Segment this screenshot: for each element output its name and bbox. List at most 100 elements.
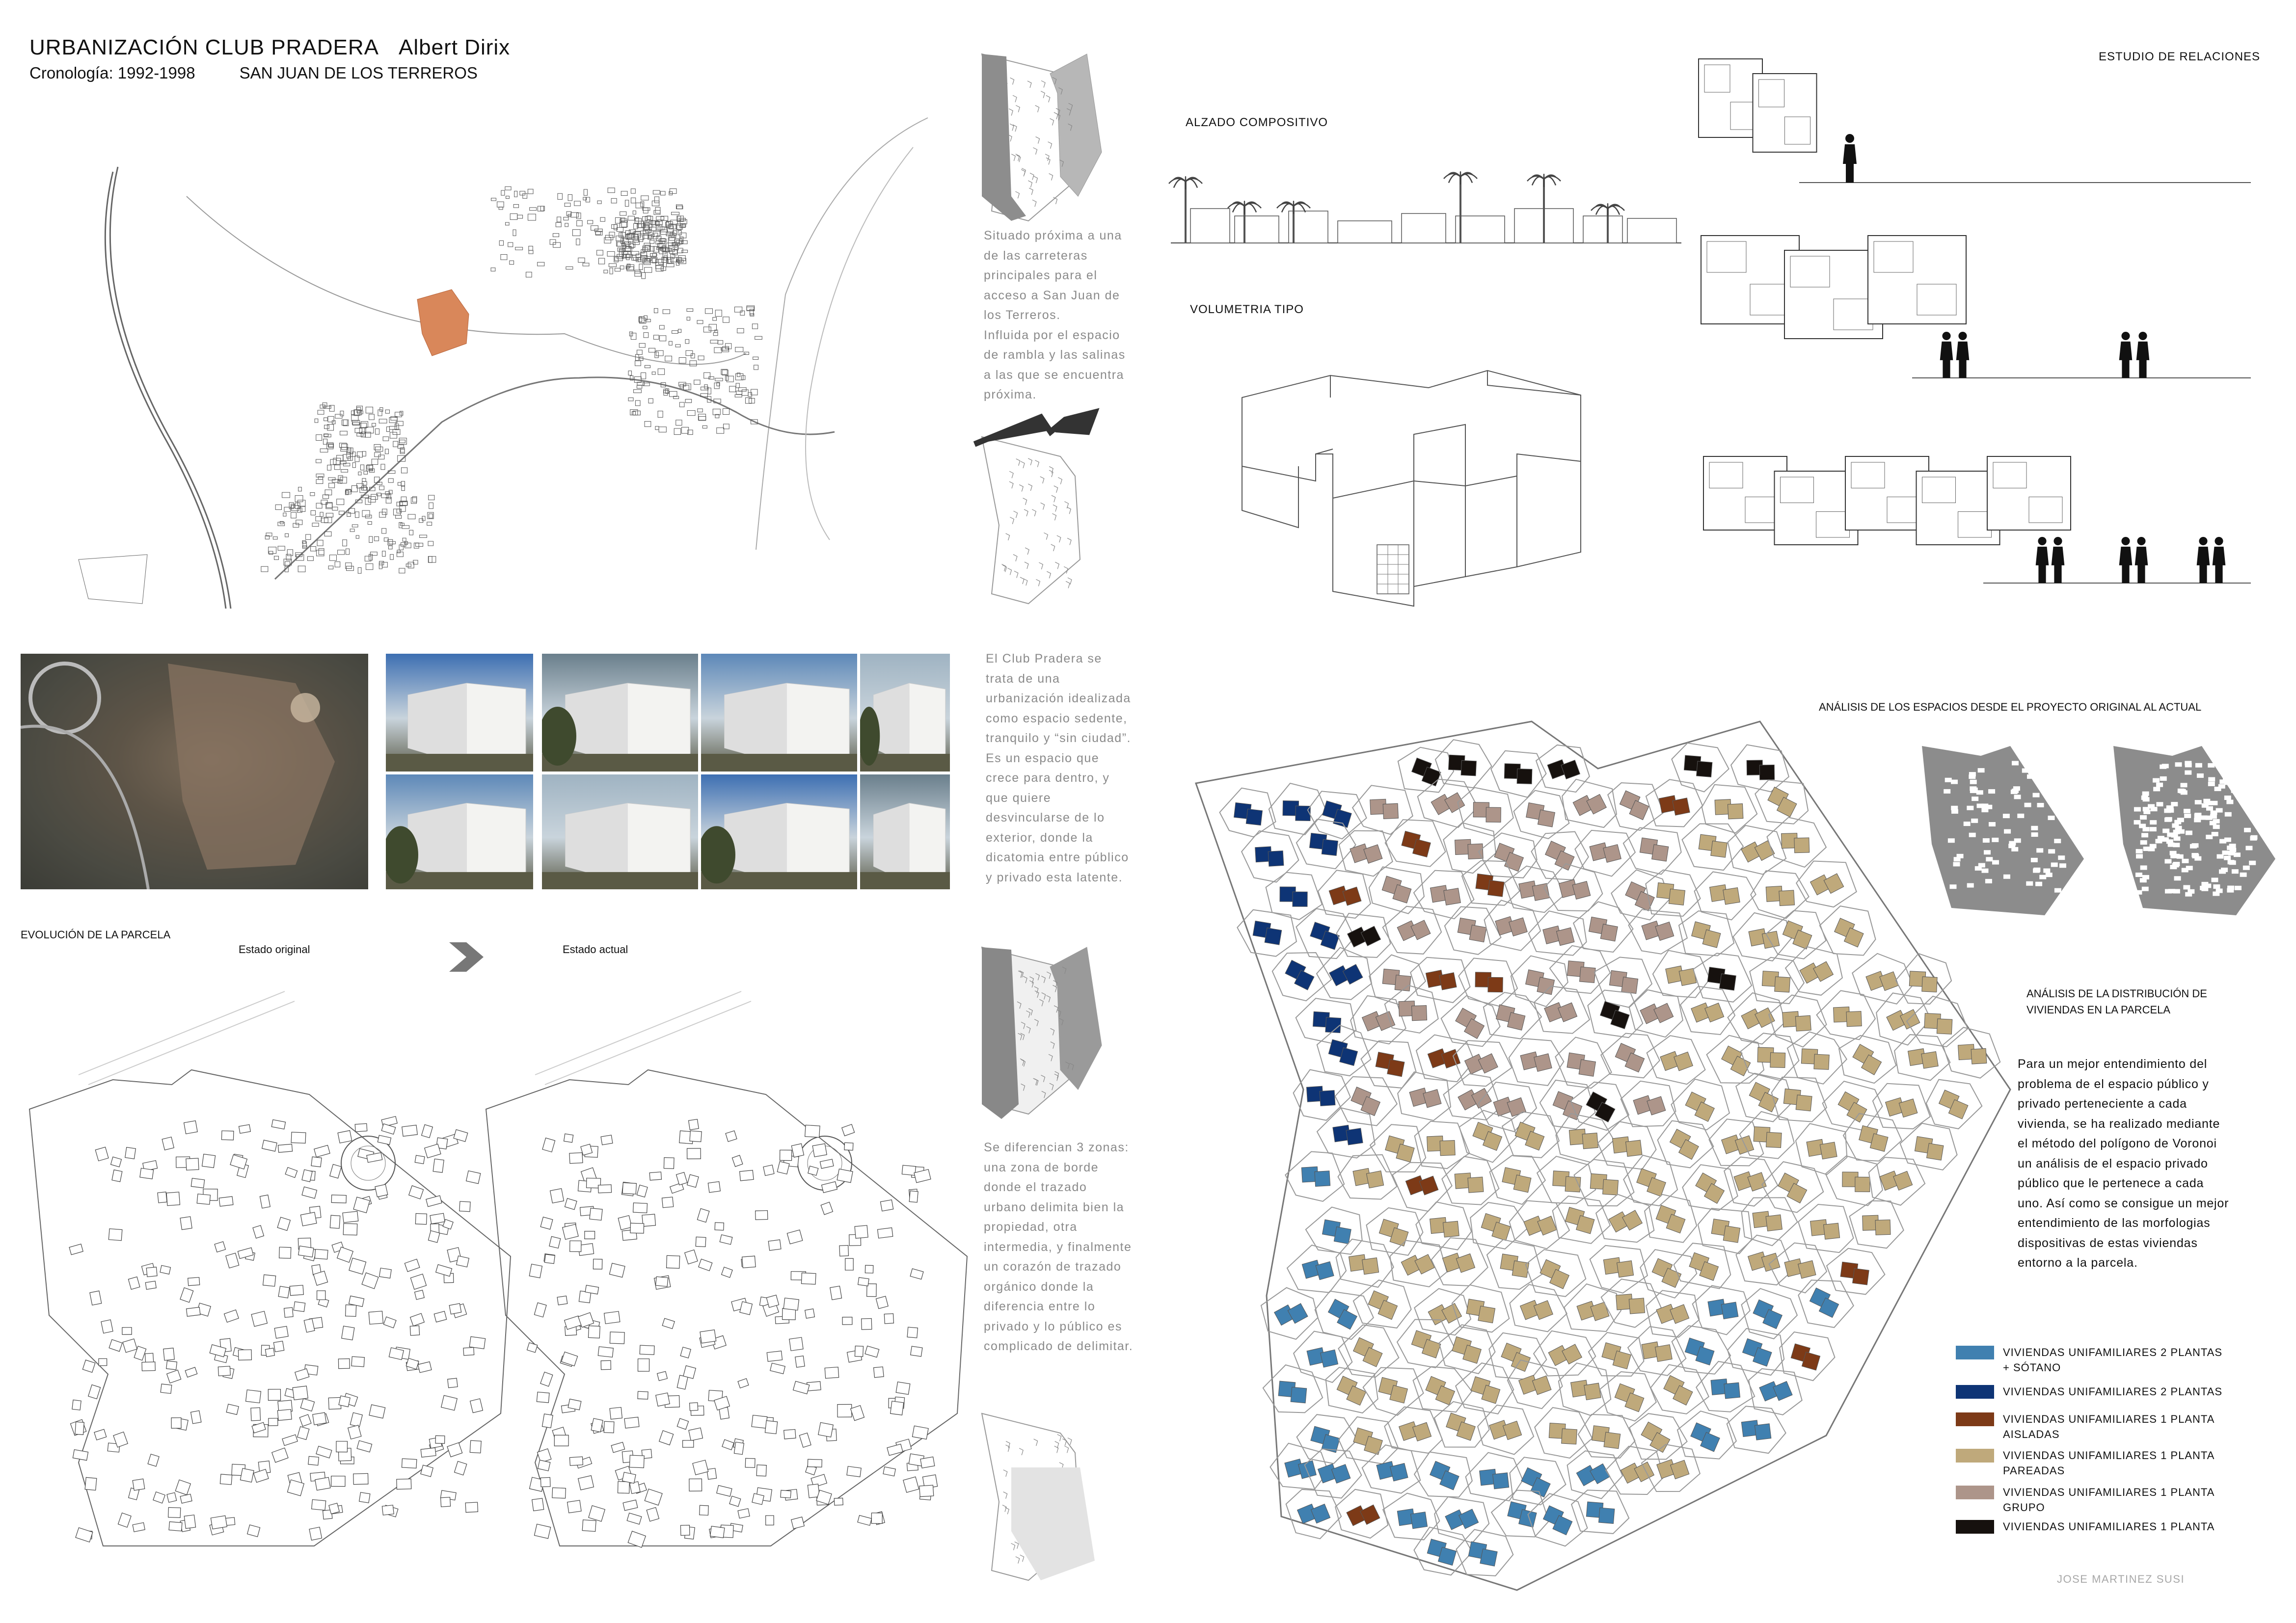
- house-footprint: [1317, 1463, 1351, 1484]
- architect-name: Albert Dirix: [399, 35, 511, 59]
- house-footprint: [1691, 921, 1721, 948]
- legend-label-line: PAREADAS: [2003, 1464, 2065, 1477]
- house-footprint: [1709, 884, 1740, 905]
- site-photo: [860, 654, 950, 772]
- text-line: crece para dentro, y: [986, 771, 1110, 785]
- legend-label: VIVIENDAS UNIFAMILIARES 2 PLANTAS + SÓTAN…: [2003, 1345, 2222, 1375]
- house-footprint: [1332, 1124, 1363, 1145]
- house-footprint: [1782, 1011, 1811, 1032]
- house-footprint: [1651, 1258, 1682, 1288]
- house-footprint: [1309, 832, 1338, 856]
- house-footprint: [1278, 1381, 1307, 1404]
- house-footprint: [1698, 834, 1728, 858]
- house-footprint: [1609, 970, 1639, 994]
- house-footprint: [1603, 1257, 1634, 1278]
- house-footprint: [1518, 880, 1550, 901]
- house-footprint: [1753, 1299, 1783, 1330]
- house-footprint: [1784, 1258, 1816, 1279]
- text-line: y privado esta latente.: [986, 870, 1123, 884]
- house-footprint: [1636, 1168, 1666, 1197]
- house-footprint: [1907, 1048, 1939, 1069]
- house-footprint: [1862, 1215, 1891, 1235]
- original-state-label: Estado original: [239, 943, 310, 956]
- house-footprint: [1540, 1259, 1570, 1289]
- text-line: un análisis de el espacio privado: [2018, 1156, 2208, 1171]
- house-footprint: [1586, 1501, 1615, 1524]
- house-footprint: [1710, 1378, 1741, 1399]
- site-photo: [860, 774, 950, 889]
- legend-swatch: [1956, 1449, 1994, 1463]
- legend-swatch: [1956, 1412, 1994, 1426]
- house-footprint: [1741, 1007, 1775, 1030]
- house-footprint: [1840, 1261, 1869, 1285]
- house-footprint: [1348, 1254, 1379, 1275]
- elevation-heading: ALZADO COMPOSITIVO: [1186, 116, 1328, 129]
- house-footprint: [1458, 1088, 1492, 1111]
- house-footprint: [1721, 1134, 1755, 1155]
- house-footprint: [1329, 964, 1363, 986]
- house-footprint: [1886, 1009, 1920, 1031]
- house-footprint: [1663, 1375, 1693, 1406]
- legend-label-line: AISLADAS: [2003, 1428, 2060, 1440]
- house-footprint: [1273, 1303, 1308, 1326]
- house-footprint: [1695, 1172, 1725, 1204]
- house-footprint: [1748, 928, 1780, 949]
- legend-label-line: VIVIENDAS UNIFAMILIARES 1 PLANTA: [2003, 1486, 2215, 1498]
- house-footprint: [1938, 1090, 1969, 1119]
- text-line: un corazón de trazado: [984, 1260, 1122, 1274]
- house-footprint: [1783, 1088, 1812, 1112]
- house-footprint: [1833, 1007, 1862, 1027]
- house-footprint: [1567, 960, 1596, 984]
- house-footprint: [1958, 1044, 1987, 1064]
- house-footprint: [1448, 754, 1477, 776]
- legend-item: VIVIENDAS UNIFAMILIARES 2 PLANTAS + SÓTAN…: [1956, 1346, 2222, 1375]
- house-footprint: [1810, 1219, 1840, 1240]
- house-footprint: [1656, 1304, 1690, 1324]
- legend-label: VIVIENDAS UNIFAMILIARES 2 PLANTAS: [2003, 1384, 2222, 1399]
- text-line: exterior, donde la: [986, 830, 1093, 845]
- house-footprint: [1475, 972, 1503, 993]
- house-footprint: [1518, 1375, 1552, 1395]
- house-footprint: [1376, 1461, 1408, 1482]
- house-footprint: [1842, 1171, 1870, 1192]
- house-footprint: [1641, 920, 1675, 941]
- text-line: diferencia entre lo: [984, 1300, 1096, 1313]
- house-footprint: [1711, 1219, 1741, 1243]
- current-state-label: Estado actual: [563, 943, 628, 956]
- house-footprint: [1542, 925, 1575, 946]
- text-line: intermedia, y finalmente: [984, 1240, 1132, 1254]
- typical-volumetry: [1242, 370, 1581, 607]
- text-line: próxima.: [984, 388, 1037, 401]
- house-footprint: [1765, 885, 1795, 906]
- house-footprint: [1707, 967, 1736, 991]
- house-footprint: [1599, 1001, 1630, 1030]
- house-footprint: [1519, 1300, 1553, 1320]
- house-footprint: [1834, 918, 1864, 948]
- house-footprint: [1472, 1121, 1503, 1151]
- house-footprint: [1655, 1204, 1686, 1234]
- house-footprint: [1409, 1088, 1442, 1108]
- house-footprint: [1781, 833, 1810, 853]
- house-footprint: [1514, 1121, 1545, 1151]
- legend-swatch: [1956, 1520, 1994, 1534]
- legend-label: VIVIENDAS UNIFAMILIARES 1 PLANTA: [2003, 1519, 2215, 1534]
- house-footprint: [1282, 800, 1311, 822]
- house-footprint: [1746, 760, 1775, 780]
- legend-label-line: VIVIENDAS UNIFAMILIARES 2 PLANTAS: [2003, 1346, 2223, 1358]
- legend-label-line: + SÓTANO: [2003, 1361, 2061, 1374]
- volume-heading: VOLUMETRIA TIPO: [1190, 303, 1304, 316]
- house-footprint: [1470, 1376, 1501, 1404]
- house-footprint: [1350, 843, 1383, 864]
- house-footprint: [1494, 843, 1524, 872]
- text-line: de rambla y las salinas: [984, 348, 1126, 362]
- house-footprint: [1614, 1383, 1645, 1412]
- text-line: una zona de borde: [984, 1160, 1099, 1174]
- distribution-heading-line: ANÁLISIS DE LA DISTRIBUCIÓN DE: [2026, 987, 2207, 1000]
- house-footprint: [1361, 1011, 1396, 1032]
- house-footprint: [1351, 1087, 1381, 1117]
- legend-swatch: [1956, 1385, 1994, 1399]
